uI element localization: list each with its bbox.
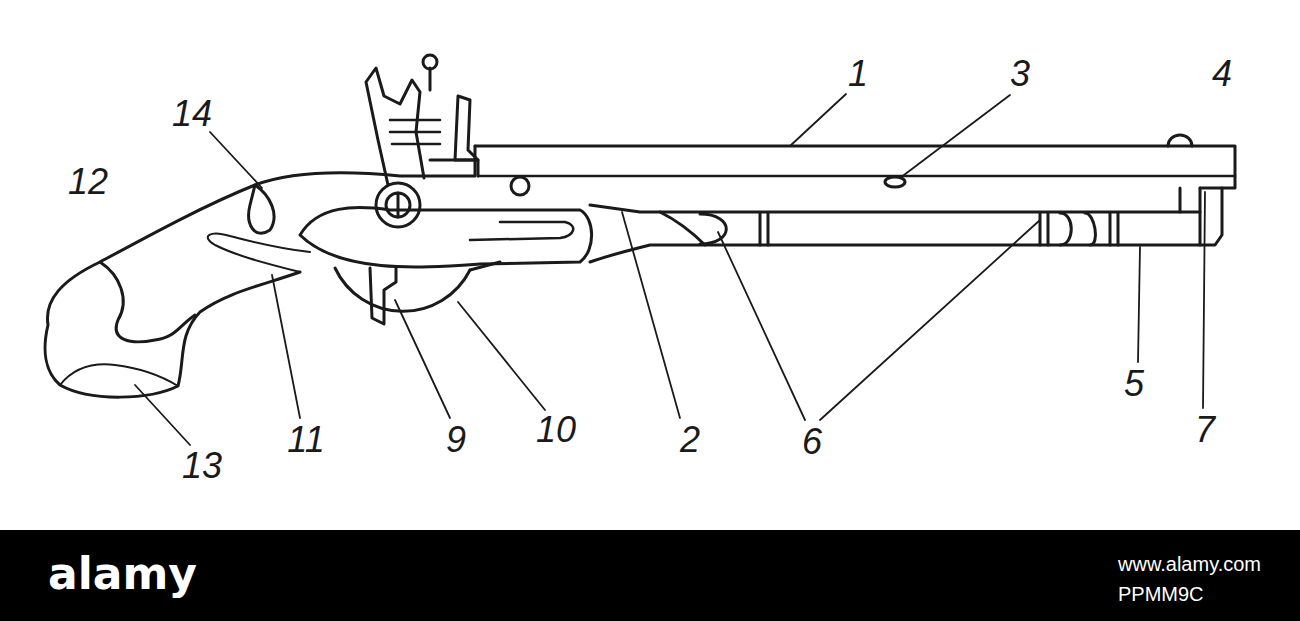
callout-number: 1: [848, 56, 868, 92]
callout-number: 11: [287, 422, 324, 458]
callout-number: 4: [1212, 56, 1232, 92]
watermark-logo: alamy: [48, 552, 197, 596]
callout-number: 14: [172, 96, 212, 132]
watermark-id: PPMM9C: [1118, 584, 1204, 604]
callout-number: 12: [68, 164, 108, 200]
callout-number: 5: [1124, 366, 1144, 402]
callout-number: 9: [446, 422, 466, 458]
callout-number: 2: [680, 422, 700, 458]
callout-number: 7: [1195, 412, 1215, 448]
callout-number: 10: [536, 412, 576, 448]
watermark-url: www.alamy.com: [1118, 554, 1261, 574]
callout-number: 6: [802, 424, 822, 460]
callout-number: 3: [1010, 56, 1030, 92]
callout-number: 13: [182, 448, 222, 484]
